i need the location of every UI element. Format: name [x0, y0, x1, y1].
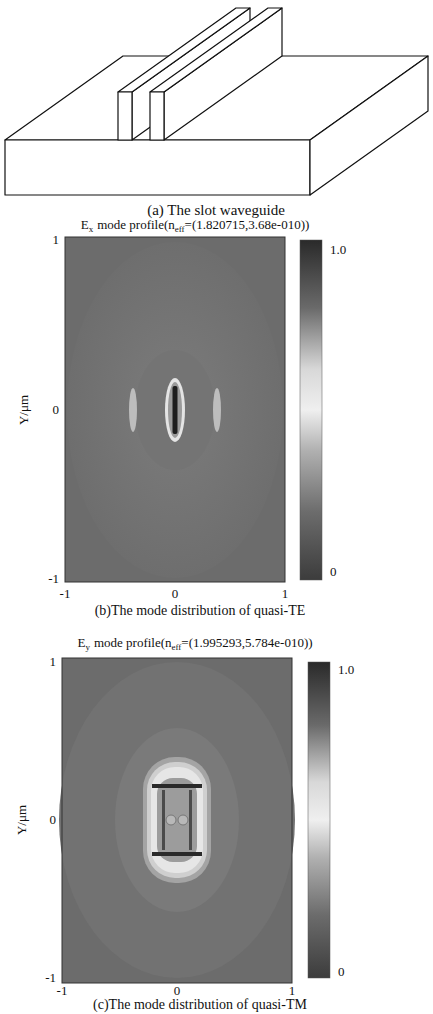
tick-label: 0: [53, 403, 60, 417]
tick-label: 1: [282, 587, 289, 601]
field-slot: [165, 378, 185, 442]
field-edge: [162, 790, 165, 850]
figure-caption: (b)The mode distribution of quasi-TE: [95, 604, 306, 618]
axis-label: Y/μm: [17, 395, 31, 425]
field-edge: [152, 852, 202, 856]
waveguide-drawing: [5, 8, 428, 195]
colorbar: [300, 240, 322, 580]
field-lobe: [129, 388, 137, 432]
substrate-front: [5, 140, 310, 195]
field-halo: [67, 242, 283, 578]
tick-label: 0: [174, 984, 181, 998]
plot-title: =(1.820715,3.68e-010)): [185, 218, 310, 232]
field-ring: [143, 757, 211, 883]
colorbar-label: 0: [338, 965, 345, 979]
field-halo: [135, 350, 215, 470]
plot-title: mode profile(n: [94, 636, 172, 650]
field-halo: [59, 662, 295, 978]
field-slot: [168, 382, 182, 438]
plot-title: =(1.995293,5.784e-010)): [181, 636, 312, 650]
field-spot: [166, 815, 176, 825]
rail-front: [150, 92, 164, 140]
axis-label: Y/μm: [15, 805, 29, 835]
substrate-side: [310, 56, 428, 195]
plot-title: eff: [175, 225, 185, 235]
tick-label: 1: [53, 233, 60, 247]
field-edge: [152, 784, 202, 788]
plot-frame: [62, 658, 292, 983]
plot-ground: [65, 237, 285, 582]
tick-label: 1: [50, 655, 57, 669]
plot-title: eff: [172, 643, 182, 653]
plot-title: mode profile(n: [97, 218, 175, 232]
plot-title: E: [77, 636, 85, 650]
plot-title: y: [85, 643, 90, 653]
tick-label: -1: [60, 587, 71, 601]
plot-title: x: [89, 225, 94, 235]
plot-title-row: Ey mode profile(neff=(1.995293,5.784e-010…: [77, 636, 312, 650]
mode-plot-te: [65, 237, 322, 582]
tick-label: 1: [289, 984, 296, 998]
colorbar-label: 1.0: [338, 663, 354, 677]
field-edge: [189, 790, 192, 850]
plot-title-row: Exmode profile(neff=(1.820715,3.68e-010)…: [81, 218, 310, 232]
plot-frame: [65, 237, 285, 582]
field-peak: [173, 386, 178, 434]
tick-label: -1: [45, 971, 56, 985]
tick-label: -1: [48, 572, 59, 586]
field-lobe: [213, 388, 221, 432]
tick-label: 0: [172, 587, 179, 601]
colorbar: [308, 662, 330, 978]
mode-plot-tm: [59, 658, 330, 983]
colorbar-label: 1.0: [330, 243, 346, 257]
field-halo: [115, 728, 239, 912]
tick-label: -1: [57, 984, 68, 998]
figure-caption: (a) The slot waveguide: [147, 203, 285, 217]
field-ring: [147, 762, 207, 878]
rail-front: [118, 92, 132, 140]
colorbar-label: 0: [330, 565, 337, 579]
field-spot: [178, 815, 188, 825]
figure-caption: (c)The mode distribution of quasi-TM: [93, 998, 307, 1012]
plot-title: E: [81, 218, 89, 232]
tick-label: 0: [50, 813, 57, 827]
field-ring: [151, 767, 203, 873]
rail-top: [150, 8, 282, 92]
field-core: [157, 778, 197, 862]
